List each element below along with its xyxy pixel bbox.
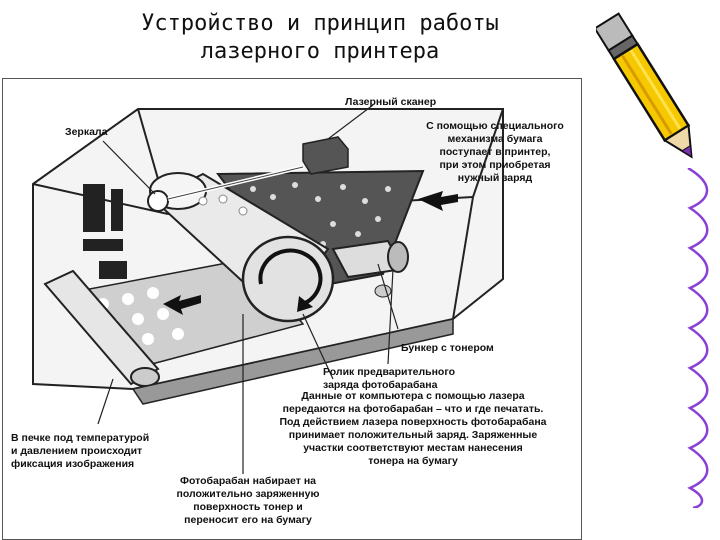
- svg-text:положительно заряженную: положительно заряженную: [177, 488, 320, 500]
- printer-base: [131, 284, 454, 405]
- svg-text:принимает положительный заряд.: принимает положительный заряд. Заряженны…: [289, 429, 538, 441]
- svg-text:заряда фотобарабана: заряда фотобарабана: [323, 379, 438, 391]
- note-drum: Фотобарабан набирает на положительно зар…: [177, 475, 320, 526]
- slide-title: Устройство и принцип работы лазерного пр…: [100, 10, 540, 66]
- svg-text:поверхность тонер и: поверхность тонер и: [193, 501, 302, 513]
- svg-text:передаются на фотобарабан – чт: передаются на фотобарабан – что и где пе…: [283, 403, 544, 415]
- svg-text:при этом приобретая: при этом приобретая: [439, 159, 550, 171]
- svg-text:Фотобарабан набирает на: Фотобарабан набирает на: [180, 475, 316, 487]
- note-laser-data: Данные от компьютера с помощью лазера пе…: [279, 390, 546, 467]
- svg-text:Ролик предварительного: Ролик предварительного: [323, 366, 455, 378]
- svg-text:поступает в принтер,: поступает в принтер,: [440, 146, 551, 158]
- note-oven: В печке под температурой и давлением про…: [11, 432, 149, 470]
- label-charge-roller: Ролик предварительного заряда фотобараба…: [323, 366, 455, 391]
- label-toner-hopper: Бункер с тонером: [401, 342, 494, 354]
- svg-text:тонера на бумагу: тонера на бумагу: [368, 455, 458, 467]
- svg-text:механизма бумага: механизма бумага: [447, 133, 542, 145]
- svg-text:Под действием лазера поверхнос: Под действием лазера поверхность фотобар…: [279, 416, 546, 428]
- svg-text:переносит его на бумагу: переносит его на бумагу: [184, 514, 312, 526]
- mirror-and-beam: [147, 165, 304, 212]
- label-laser-scanner: Лазерный сканер: [345, 96, 436, 108]
- label-mirrors: Зеркала: [65, 126, 108, 138]
- svg-text:нужный заряд: нужный заряд: [458, 172, 533, 184]
- callout-lines: [97, 104, 399, 474]
- svg-text:Данные от компьютера с помощью: Данные от компьютера с помощью лазера: [301, 390, 524, 402]
- title-line-1: Устройство и принцип работы: [141, 11, 499, 36]
- printer-illustration: Лазерный сканер Зеркала С помощью специа…: [11, 96, 564, 526]
- svg-text:фиксация изображения: фиксация изображения: [11, 458, 134, 470]
- left-panel-blocks: [83, 184, 127, 279]
- svg-text:В печке под температурой: В печке под температурой: [11, 432, 149, 444]
- note-paper: С помощью специального механизма бумага …: [426, 120, 564, 184]
- title-line-2: лазерного принтера: [200, 39, 440, 64]
- paper-arrows: [163, 191, 458, 315]
- svg-text:и давлением происходит: и давлением происходит: [11, 445, 142, 457]
- svg-text:участки соответствуют местам н: участки соответствуют местам нанесения: [303, 442, 523, 454]
- charge-roller: [331, 239, 409, 279]
- printer-diagram: Лазерный сканер Зеркала С помощью специа…: [2, 78, 582, 540]
- pencil-icon: [596, 12, 693, 159]
- laser-scanner-box: [302, 136, 349, 175]
- spiral-binding-icon: [687, 168, 709, 508]
- svg-text:С помощью специального: С помощью специального: [426, 120, 564, 132]
